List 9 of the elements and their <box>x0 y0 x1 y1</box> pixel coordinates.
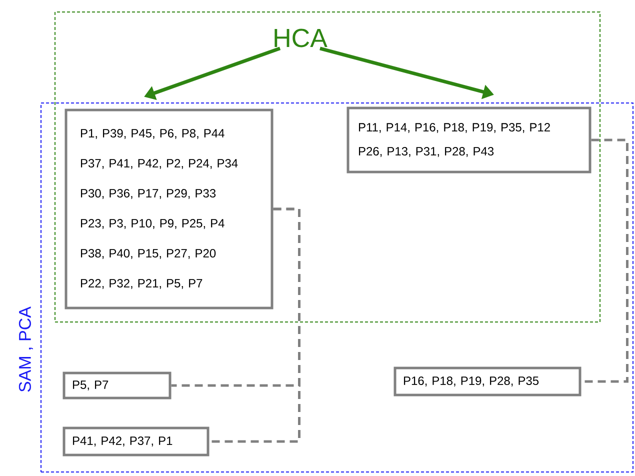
cluster-title: HCA <box>274 28 328 48</box>
list-box: P16, P18, P19, P28, P35 <box>394 366 582 396</box>
list-box: P11, P14, P16, P18, P19, P35, P12 P26, P13, P31, P28, P43 <box>346 106 592 174</box>
cluster-frame <box>54 12 600 322</box>
connector <box>209 208 300 443</box>
list-box: P5, P7 <box>62 372 172 400</box>
node-label: SAM , PCA <box>18 306 33 392</box>
list-box: P41, P42, P37, P1 <box>62 426 210 456</box>
list-box: P1, P39, P45, P6, P8, P44 P37, P41, P42, P2, P24, P34 P30, P36, P17, P29, P33 P23, P3, P10, P9, P25, P4 P38, P40, P15, P27, P20 P22, P32, P21, P5, P7 <box>64 108 274 310</box>
